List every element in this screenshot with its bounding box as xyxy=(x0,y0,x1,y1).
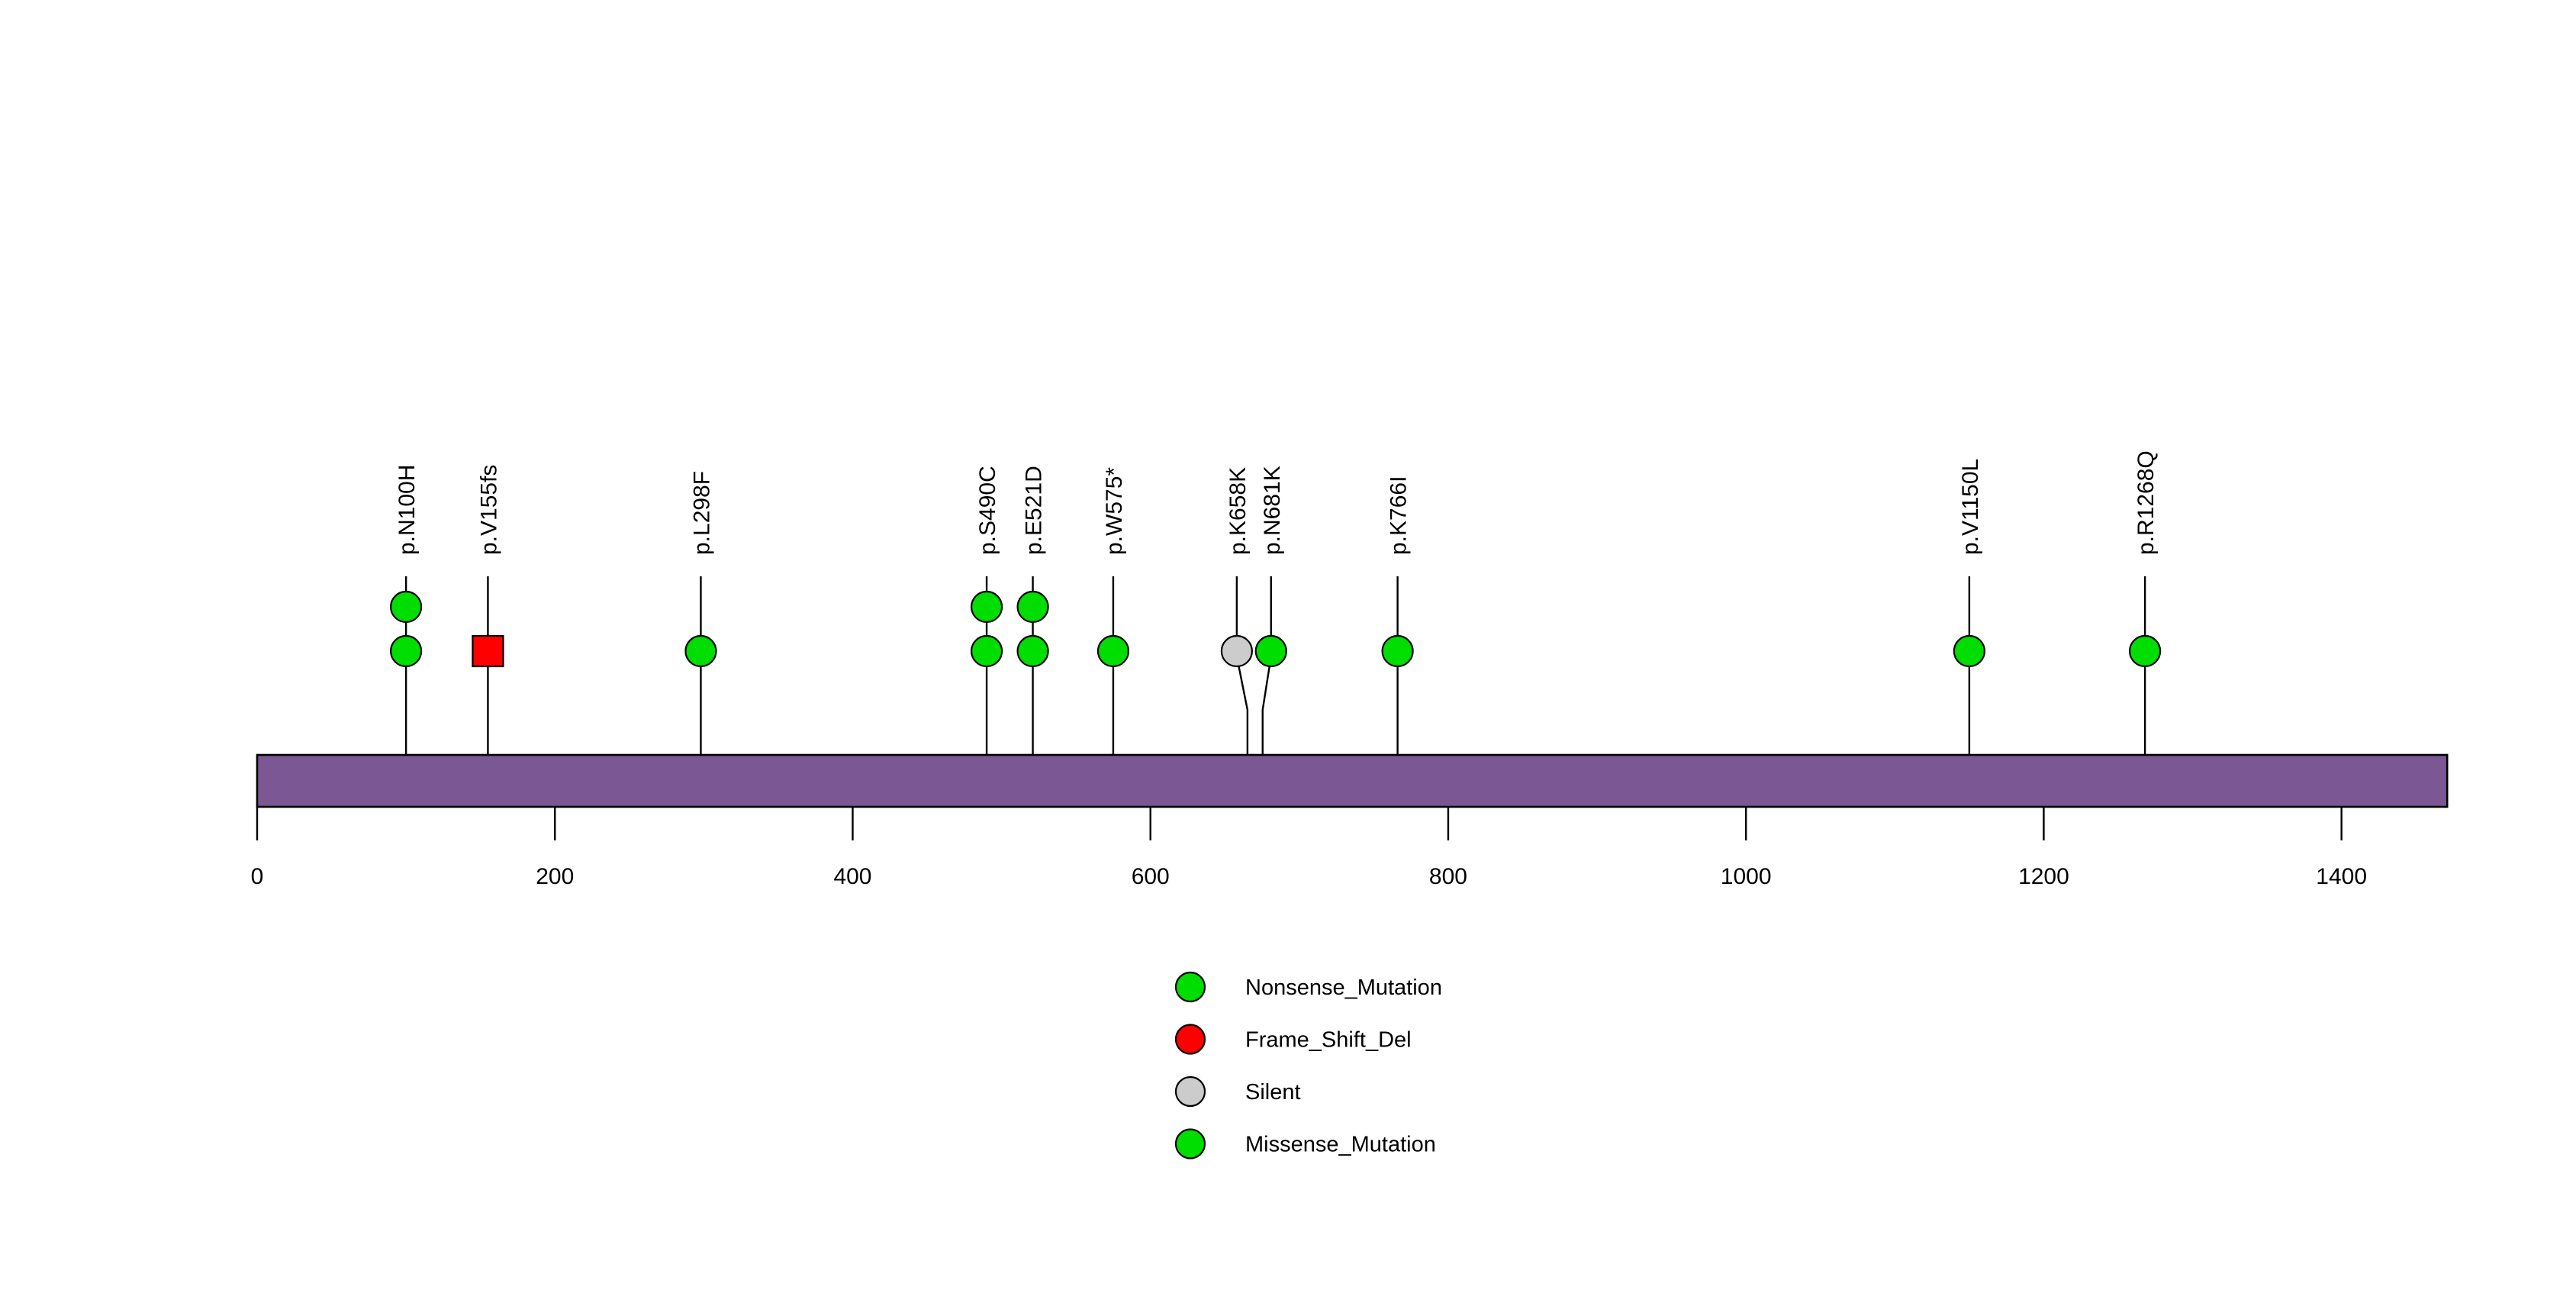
lollipop-marker-circle[interactable] xyxy=(1953,634,1985,668)
x-axis-tick-label: 400 xyxy=(833,864,871,889)
legend-label-missense_mutation: Missense_Mutation xyxy=(1245,1133,1436,1157)
mutation-label: p.L298F xyxy=(689,471,714,555)
legend-label-frame_shift_del: Frame_Shift_Del xyxy=(1245,1028,1412,1053)
lollipop-marker-circle[interactable] xyxy=(2129,634,2162,668)
x-axis-tick-label: 600 xyxy=(1132,864,1170,889)
mutation-label: p.N100H xyxy=(394,465,420,555)
legend-label-nonsense_mutation: Nonsense_Mutation xyxy=(1245,976,1442,1000)
mutation-label: p.E521D xyxy=(1022,466,1047,555)
mutation-label: p.K766I xyxy=(1386,476,1412,555)
legend-swatch-missense_mutation[interactable] xyxy=(1174,1128,1206,1159)
x-axis-layer: 0 200 400 600 800 1000 1200 1400 xyxy=(251,807,2367,889)
lollipop-marker-circle[interactable] xyxy=(684,634,717,668)
lollipop-marker-circle[interactable] xyxy=(1016,590,1049,624)
mutation-label: p.R1268Q xyxy=(2133,450,2159,555)
x-axis-tick-label: 800 xyxy=(1429,864,1467,889)
mutation-label: p.K658K xyxy=(1225,467,1251,555)
lollipop-marker-circle[interactable] xyxy=(970,590,1003,624)
lollipop-marker-circle[interactable] xyxy=(1381,634,1414,668)
protein-domain-bar xyxy=(256,753,2449,808)
protein-domain-bar-layer xyxy=(256,753,2449,808)
x-axis-tick-label: 0 xyxy=(251,864,264,889)
lollipop-marker-circle[interactable] xyxy=(390,634,423,668)
mutation-label: p.V1150L xyxy=(1958,459,1983,555)
legend-swatch-frame_shift_del[interactable] xyxy=(1174,1024,1206,1055)
markers-layer xyxy=(390,590,2162,668)
x-axis-tick-label: 1200 xyxy=(2018,864,2069,889)
mutation-label: p.S490C xyxy=(975,466,1000,555)
legend-swatch-silent[interactable] xyxy=(1174,1076,1206,1108)
lollipop-marker-circle[interactable] xyxy=(1220,634,1253,668)
lollipop-marker-circle[interactable] xyxy=(970,634,1003,668)
lollipop-marker-square[interactable] xyxy=(472,634,504,668)
mutation-label: p.V155fs xyxy=(476,465,501,555)
lollipop-marker-circle[interactable] xyxy=(1254,634,1287,668)
legend-label-silent: Silent xyxy=(1245,1080,1301,1105)
mutation-label: p.W575* xyxy=(1102,467,1127,555)
lollipop-marker-circle[interactable] xyxy=(1016,634,1049,668)
x-axis-tick-label: 200 xyxy=(536,864,574,889)
mutation-labels-layer: p.N100H p.V155fs p.L298F p.S490C p.E521D p.W5… xyxy=(394,450,2159,555)
mutation-label: p.N681K xyxy=(1260,466,1285,555)
legend-layer: Nonsense_MutationFrame_Shift_DelSilentMi… xyxy=(1174,971,1442,1159)
lollipop-marker-circle[interactable] xyxy=(390,590,423,624)
x-axis-tick-label: 1400 xyxy=(2316,864,2367,889)
legend-swatch-nonsense_mutation[interactable] xyxy=(1174,971,1206,1003)
lollipop-marker-circle[interactable] xyxy=(1096,634,1130,668)
x-axis-tick-label: 1000 xyxy=(1721,864,1772,889)
